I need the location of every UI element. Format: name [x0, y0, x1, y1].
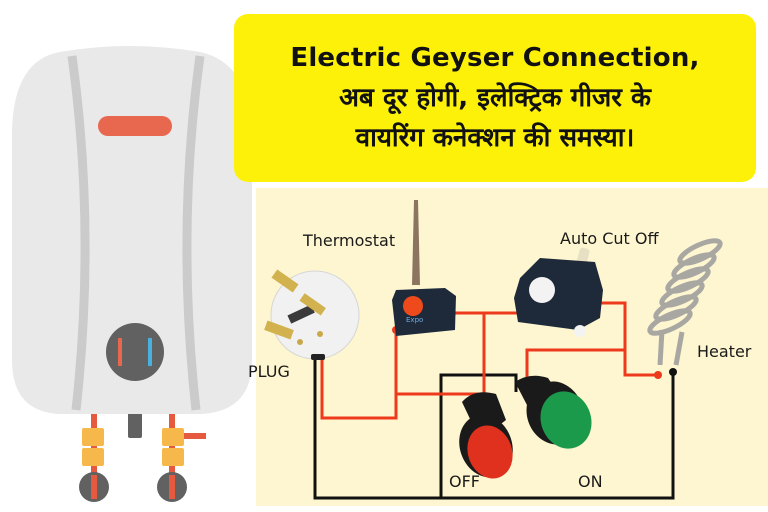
label-thermostat: Thermostat [303, 231, 396, 250]
title-english: Electric Geyser Connection, [290, 43, 700, 73]
thermostat-icon: Expo [392, 200, 456, 336]
fitting-icon [162, 428, 184, 446]
drain-valve [128, 410, 142, 438]
fitting-icon [162, 448, 184, 466]
fitting-icon [82, 428, 104, 446]
plug-icon [264, 269, 360, 360]
geyser-illustration [12, 46, 252, 502]
title-hindi-line-2: वायरिंग कनेक्शन की समस्या। [355, 123, 635, 153]
side-pipe [184, 433, 206, 439]
label-heater: Heater [697, 342, 752, 361]
svg-text:Expo: Expo [406, 316, 423, 324]
off-indicator-lamp [459, 392, 513, 479]
title-hindi-line-1: अब दूर होगी, इलेक्ट्रिक गीजर के [339, 83, 651, 113]
label-on: ON [578, 472, 603, 491]
temperature-knob-icon [106, 323, 164, 381]
title-banner: Electric Geyser Connection, अब दूर होगी,… [234, 14, 756, 182]
heater-coil-icon [647, 238, 723, 366]
indicator-light-icon [98, 116, 172, 136]
label-plug: PLUG [248, 362, 290, 381]
label-auto-cut-off: Auto Cut Off [560, 229, 659, 248]
label-off: OFF [449, 472, 480, 491]
auto-cut-off-icon [514, 247, 603, 337]
on-indicator-lamp [515, 375, 592, 449]
fitting-icon [82, 448, 104, 466]
live-wire [320, 301, 658, 420]
